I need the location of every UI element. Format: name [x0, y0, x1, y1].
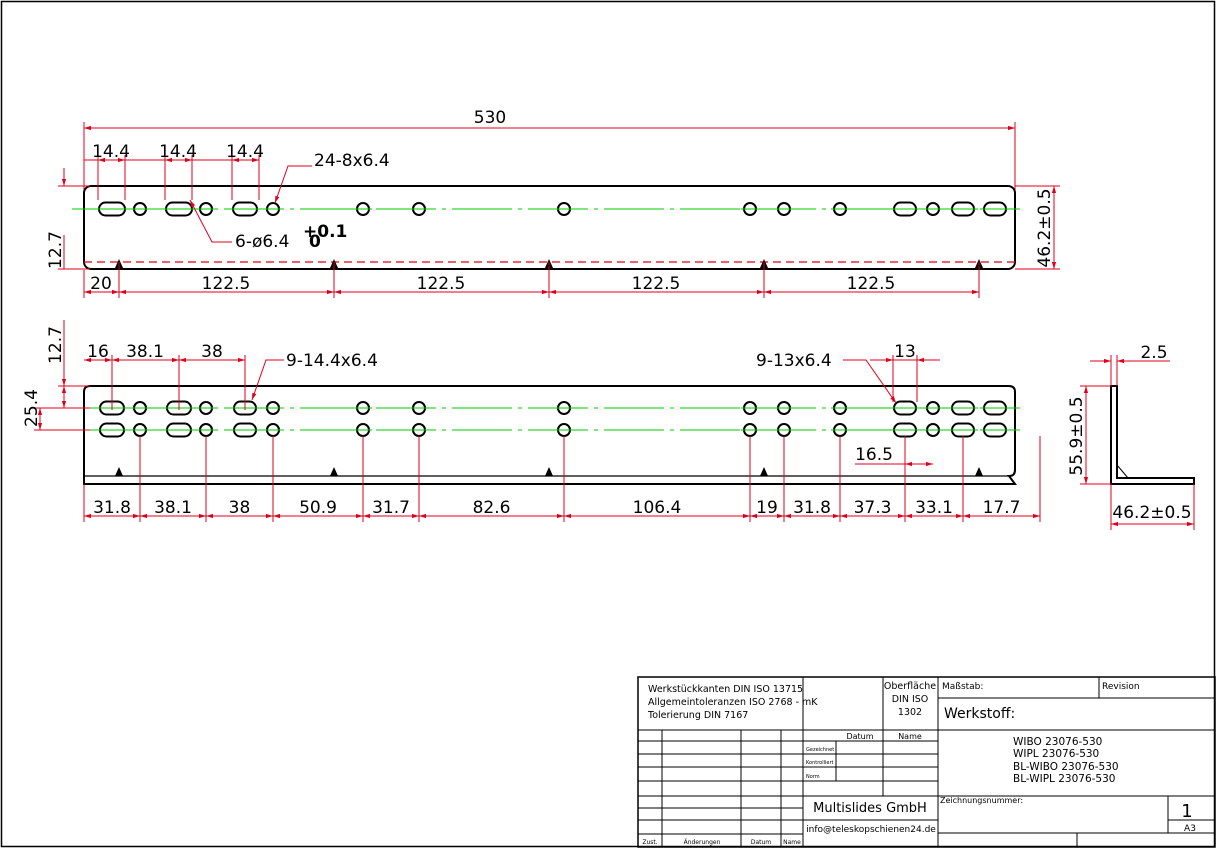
part-number-4: BL-WIPL 23076-530: [1013, 773, 1115, 785]
footer-name: Name: [783, 839, 801, 846]
side-height-label: 55.9±0.5: [1067, 396, 1087, 475]
title-block: Werkstückkanten DIN ISO 13715 Allgemeint…: [637, 676, 1216, 848]
overall-length-label: 530: [474, 108, 506, 128]
company-email: info@teleskopschienen24.de: [806, 825, 936, 835]
bottom-dim-8: 19: [756, 498, 778, 518]
company-name: Multislides GmbH: [813, 801, 927, 816]
pitch-dim-5: 122.5: [847, 274, 896, 294]
bottom-dim-4: 50.9: [299, 498, 337, 518]
sheet-format: A3: [1184, 824, 1196, 834]
slot-width-1: 14.4: [92, 142, 130, 162]
angle-profile: [1110, 385, 1195, 485]
hole-tolerance-lower: 0: [309, 232, 321, 252]
pitch-dim-1: 20: [90, 274, 112, 294]
note-1: Werkstückkanten DIN ISO 13715: [648, 684, 803, 695]
surface-standard: DIN ISO: [892, 694, 929, 705]
revision-label: Revision: [1102, 682, 1140, 692]
left-height-label: 12.7: [46, 231, 66, 269]
front-holes: [96, 400, 1010, 438]
front-top-dim-3: 38: [201, 342, 223, 362]
sheet-number: 1: [1181, 801, 1192, 822]
note-2: Allgemeintoleranzen ISO 2768 - mK: [648, 697, 818, 708]
material-label: Werkstoff:: [944, 706, 1015, 722]
bottom-dim-11: 33.1: [915, 498, 953, 518]
front-top-offset: 12.7: [46, 326, 66, 364]
bottom-dim-9: 31.8: [793, 498, 831, 518]
note-3: Tolerierung DIN 7167: [647, 710, 748, 721]
front-top-dim-2: 38.1: [126, 342, 164, 362]
row-norm: Norm: [806, 774, 820, 780]
footer-changes: Änderungen: [684, 839, 721, 846]
pitch-dim-2: 122.5: [202, 274, 251, 294]
col-name: Name: [898, 732, 922, 741]
bottom-dim-3: 38: [229, 498, 251, 518]
pitch-dim-4: 122.5: [632, 274, 681, 294]
row-drawn: Gezeichnet: [806, 747, 834, 753]
scale-label: Maßstab:: [942, 682, 983, 692]
right-height-label: 46.2±0.5: [1035, 188, 1055, 267]
left-slot-callout: 9-14.4x6.4: [286, 351, 378, 371]
slot-width-2: 14.4: [159, 142, 197, 162]
col-date: Datum: [846, 732, 873, 741]
inner-dim: 16.5: [855, 445, 893, 465]
bottom-dim-5: 31.7: [372, 498, 410, 518]
slot-callout: 24-8x6.4: [314, 151, 390, 171]
footer-state: Zust.: [642, 839, 657, 846]
right-slot-width: 13: [894, 342, 916, 362]
side-view: 2.5 55.9±0.5 46.2±0.5: [1067, 343, 1195, 530]
right-slot-callout: 9-13x6.4: [756, 351, 832, 371]
footer-date: Datum: [751, 839, 771, 846]
slot-width-3: 14.4: [226, 142, 264, 162]
bottom-dim-1: 31.8: [93, 498, 131, 518]
front-top-dim-1: 16: [87, 342, 109, 362]
front-part-outline: [83, 385, 1017, 485]
part-number-3: BL-WIBO 23076-530: [1013, 761, 1119, 773]
bottom-dim-12: 17.7: [983, 498, 1021, 518]
thickness-label: 2.5: [1140, 343, 1167, 363]
bottom-dim-6: 82.6: [473, 498, 511, 518]
front-view: 12.7 25.4 16 38.1 38 9-14.4x6.4 9-13x6.4…: [22, 320, 1041, 522]
hole-callout: 6-ø6.4: [235, 232, 289, 252]
hole-tolerance-upper: +0.1: [303, 222, 347, 242]
drawing-number-label: Zeichnungsnummer:: [940, 796, 1023, 805]
front-row-spacing: 25.4: [22, 389, 42, 427]
part-number-2: WIPL 23076-530: [1013, 748, 1099, 760]
bottom-dim-7: 106.4: [633, 498, 682, 518]
side-width-label: 46.2±0.5: [1112, 503, 1191, 523]
pitch-dim-3: 122.5: [417, 274, 466, 294]
part-number-1: WIBO 23076-530: [1013, 736, 1102, 748]
top-part-outline: [83, 185, 1016, 270]
surface-number: 1302: [898, 707, 922, 718]
bottom-dim-2: 38.1: [154, 498, 192, 518]
top-holes: [95, 201, 1010, 217]
bottom-dim-10: 37.3: [854, 498, 892, 518]
surface-title: Oberfläche: [884, 681, 936, 692]
row-checked: Kontrolliert: [806, 760, 834, 766]
top-view: 530 14.4 14.4 14.4 24-8x6.4 6-ø6.4 +0.1: [46, 108, 1060, 298]
